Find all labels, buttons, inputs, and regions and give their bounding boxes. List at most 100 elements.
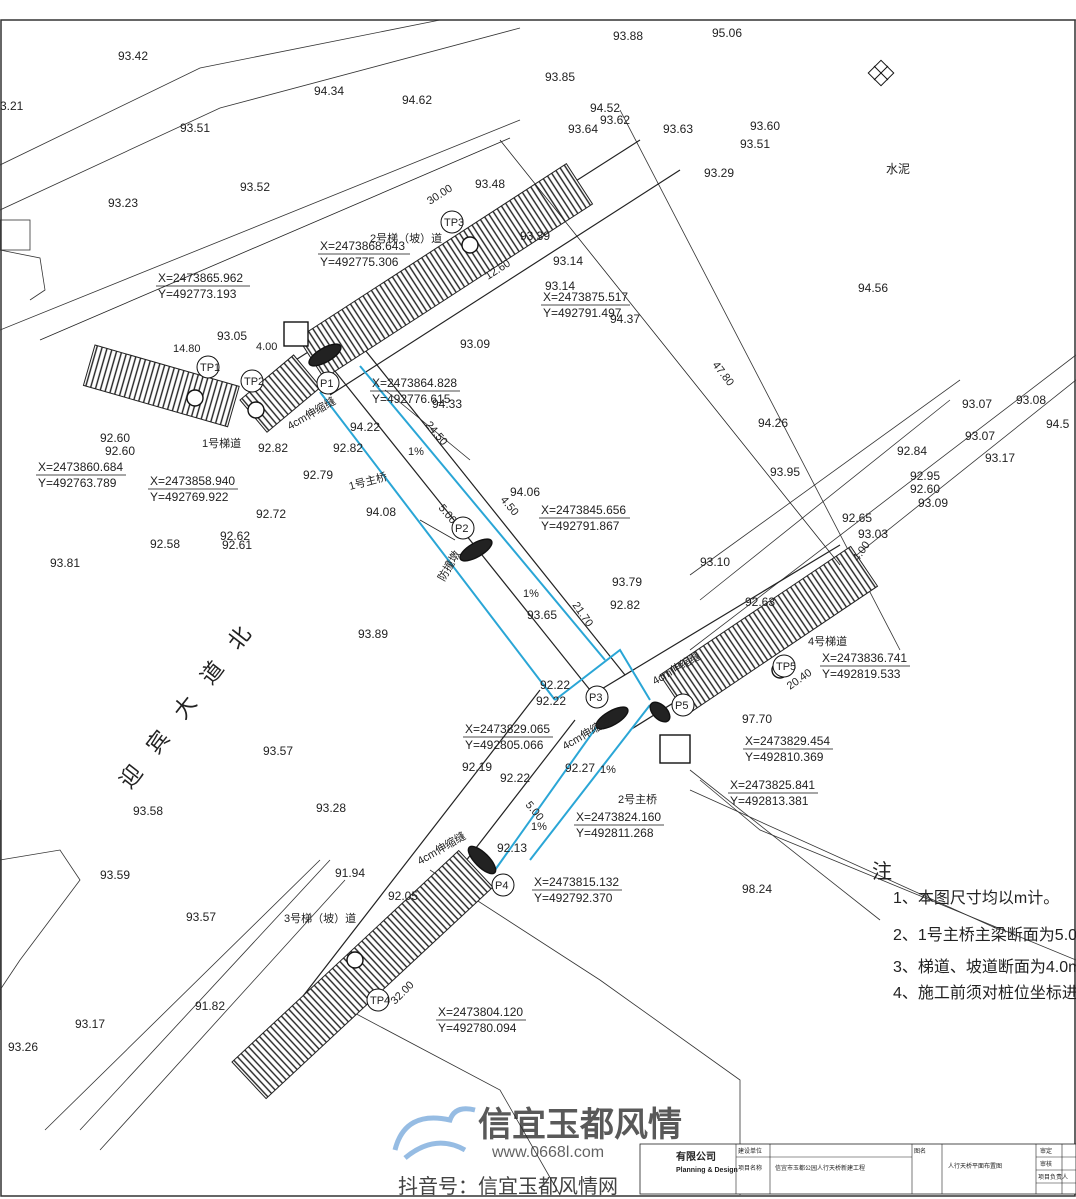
svg-text:93.89: 93.89 — [358, 627, 388, 641]
svg-text:X=2473845.656: X=2473845.656 — [541, 503, 626, 517]
svg-text:Y=492811.268: Y=492811.268 — [576, 826, 654, 840]
coordinate-callout: X=2473804.120 Y=492780.094 — [436, 1005, 526, 1035]
svg-text:94.5: 94.5 — [1046, 417, 1070, 431]
slope-label: 1% — [408, 446, 424, 458]
svg-text:92.60: 92.60 — [105, 444, 135, 458]
svg-text:93.23: 93.23 — [108, 196, 138, 210]
pier-label: TP5 — [772, 654, 796, 678]
base-map — [0, 19, 1076, 1196]
svg-text:92.79: 92.79 — [303, 468, 333, 482]
svg-text:93.51: 93.51 — [740, 137, 770, 151]
svg-text:94.33: 94.33 — [432, 397, 462, 411]
cement-label: 水泥 — [886, 162, 910, 176]
svg-text:92.63: 92.63 — [745, 595, 775, 609]
svg-text:93.88: 93.88 — [613, 29, 643, 43]
coordinate-callouts: X=2473868.643 Y=492775.306 X=2473865.962… — [36, 239, 910, 1035]
svg-text:X=2473858.940: X=2473858.940 — [150, 474, 235, 488]
watermark-url: www.0668l.com — [491, 1144, 604, 1161]
company-planning: Planning & Design — [676, 1167, 738, 1174]
pier-label: P2 — [451, 516, 475, 540]
svg-text:92.84: 92.84 — [897, 444, 927, 458]
svg-text:93.07: 93.07 — [962, 397, 992, 411]
watermark-brand: 信宜玉都风情 — [478, 1106, 682, 1144]
svg-text:93.03: 93.03 — [858, 527, 888, 541]
svg-text:92.60: 92.60 — [100, 431, 130, 445]
svg-text:94.22: 94.22 — [350, 420, 380, 434]
stair-1-lower — [82, 344, 240, 428]
ramp3-label: 3号梯（坡）道 — [284, 911, 356, 925]
dimension-lines — [39, 137, 841, 566]
svg-text:Y=492769.922: Y=492769.922 — [150, 490, 229, 504]
svg-text:92.05: 92.05 — [388, 889, 418, 903]
company-name: 有限公司 — [676, 1150, 716, 1163]
stairs — [82, 163, 879, 1100]
svg-text:92.22: 92.22 — [500, 771, 530, 785]
svg-text:94.52: 94.52 — [590, 101, 620, 115]
svg-text:30.00: 30.00 — [425, 182, 455, 207]
bridge2-label: 2号主桥 — [618, 793, 657, 806]
watermark-douyin: 抖音号：信宜玉都风情网 — [398, 1175, 618, 1198]
svg-text:92.82: 92.82 — [333, 441, 363, 455]
svg-text:X=2473804.120: X=2473804.120 — [438, 1005, 523, 1019]
svg-text:93.39: 93.39 — [520, 229, 550, 243]
svg-text:Y=492810.369: Y=492810.369 — [745, 750, 824, 764]
svg-text:93.65: 93.65 — [527, 608, 557, 622]
coordinate-callout: X=2473829.454 Y=492810.369 — [743, 734, 833, 764]
pier-labels: TP1 TP2 TP3 TP4 TP5 P1 P2 P3 P4 P5 — [196, 210, 796, 1012]
svg-text:93.81: 93.81 — [50, 556, 80, 570]
svg-text:Y=492792.370: Y=492792.370 — [534, 891, 613, 905]
project-name: 信宜市玉都公园人行天桥新建工程 — [775, 1164, 865, 1172]
svg-text:93.62: 93.62 — [600, 113, 630, 127]
svg-text:93.14: 93.14 — [553, 254, 583, 268]
stair-4 — [659, 545, 879, 716]
svg-text:92.27: 92.27 — [565, 761, 595, 775]
coordinate-callout: X=2473825.841 Y=492813.381 — [728, 778, 818, 808]
svg-text:3.21: 3.21 — [0, 99, 24, 113]
svg-text:21.70: 21.70 — [570, 600, 596, 629]
svg-text:93.58: 93.58 — [133, 804, 163, 818]
road-name-label: 迎宾大道北 — [114, 604, 269, 793]
svg-text:93.08: 93.08 — [1016, 393, 1046, 407]
drawing-name: 人行天桥平面布置图 — [948, 1162, 1002, 1170]
coordinate-callout: X=2473829.065 Y=492805.066 — [463, 722, 553, 752]
review-label: 审定 — [1040, 1147, 1052, 1155]
pier-label: TP2 — [240, 369, 264, 393]
svg-text:47.80: 47.80 — [710, 359, 736, 388]
pier-label: P5 — [671, 693, 695, 717]
note-item: 4、施工前须对桩位坐标进行 — [893, 984, 1076, 1002]
svg-text:92.13: 92.13 — [497, 841, 527, 855]
construction-unit-label: 建设单位 — [738, 1147, 762, 1155]
svg-text:92.22: 92.22 — [536, 694, 566, 708]
svg-text:X=2473864.828: X=2473864.828 — [372, 376, 457, 390]
svg-text:Y=492791.867: Y=492791.867 — [541, 519, 620, 533]
coordinate-callout: X=2473858.940 Y=492769.922 — [148, 474, 238, 504]
drawing-frame — [0, 19, 1076, 1197]
coordinate-callout: X=2473824.160 Y=492811.268 — [574, 810, 664, 840]
svg-text:P5: P5 — [675, 700, 688, 712]
svg-text:Y=492763.789: Y=492763.789 — [38, 476, 117, 490]
stair1-label: 1号梯道 — [202, 436, 241, 450]
svg-text:92.60: 92.60 — [910, 482, 940, 496]
svg-text:93.26: 93.26 — [8, 1040, 38, 1054]
svg-text:14.80: 14.80 — [173, 343, 201, 355]
svg-text:93.09: 93.09 — [918, 496, 948, 510]
spot-elevations: 93.42 3.21 93.51 94.34 94.62 93.85 93.88… — [0, 26, 1070, 1054]
svg-text:92.19: 92.19 — [462, 760, 492, 774]
svg-text:X=2473815.132: X=2473815.132 — [534, 875, 619, 889]
pier-label: P1 — [316, 371, 340, 395]
svg-text:93.17: 93.17 — [985, 451, 1015, 465]
coordinate-callout: X=2473864.828 Y=492776.615 — [370, 376, 460, 406]
svg-text:93.07: 93.07 — [965, 429, 995, 443]
title-block: 有限公司 Planning & Design 建设单位 项目名称 信宜市玉都公园… — [639, 1143, 1076, 1195]
svg-text:93.17: 93.17 — [75, 1017, 105, 1031]
svg-text:P2: P2 — [455, 523, 468, 535]
svg-text:93.59: 93.59 — [100, 868, 130, 882]
lead-label: 项目负责人 — [1038, 1173, 1068, 1181]
coordinate-callout: X=2473836.741 Y=492819.533 — [820, 651, 910, 681]
svg-text:98.24: 98.24 — [742, 882, 772, 896]
stair4-label: 4号梯道 — [808, 634, 847, 648]
svg-text:92.82: 92.82 — [610, 598, 640, 612]
svg-text:92.58: 92.58 — [150, 537, 180, 551]
svg-text:92.62: 92.62 — [220, 529, 250, 543]
